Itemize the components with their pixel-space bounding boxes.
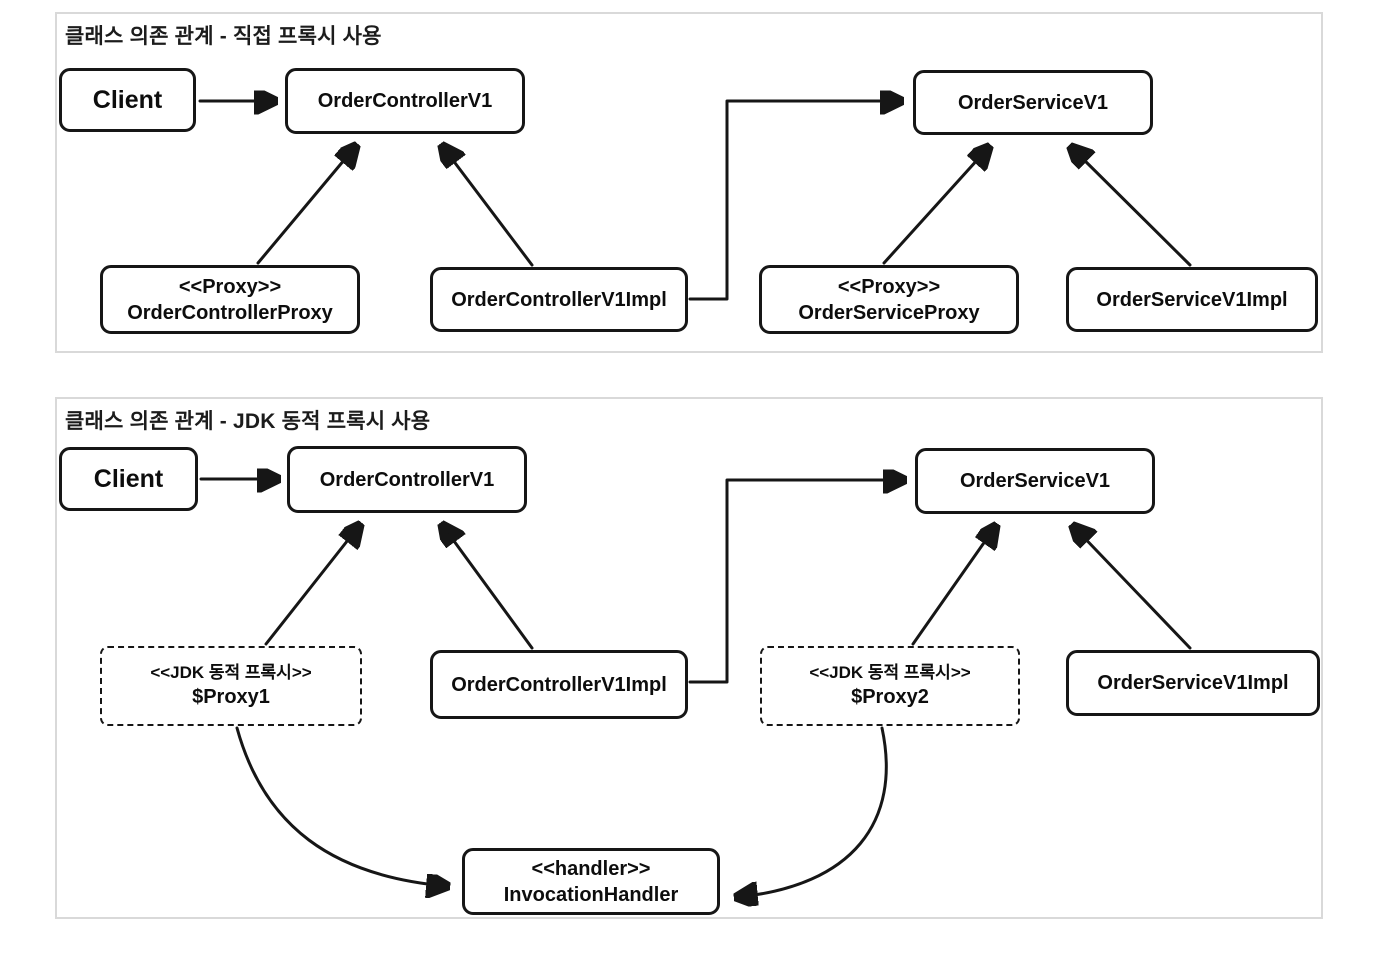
panel-jdk-dynamic-proxy-title: 클래스 의존 관계 - JDK 동적 프록시 사용 — [65, 410, 431, 433]
node-order-service-v1-1-label: OrderServiceV1 — [957, 91, 1109, 114]
node-order-service-v1-impl-2-label: OrderServiceV1Impl — [1097, 672, 1289, 694]
node-order-service-proxy-label: OrderServiceProxy — [798, 301, 980, 324]
node-client-1-label: Client — [92, 85, 163, 114]
node-order-controller-v1-impl-1-label: OrderControllerV1Impl — [451, 288, 667, 311]
node-order-controller-v1-2-label: OrderControllerV1 — [319, 468, 495, 491]
node-client-2: Client — [59, 447, 198, 511]
node-order-controller-proxy-label: OrderControllerProxy — [127, 301, 333, 324]
node-order-service-v1-impl-1-label: OrderServiceV1Impl — [1096, 288, 1288, 311]
node-client-2-label: Client — [93, 464, 164, 493]
node-invocation-handler-stereotype: <<handler>> — [531, 857, 651, 880]
node-order-service-v1-impl-2: OrderServiceV1Impl — [1066, 650, 1320, 716]
node-order-service-v1-1: OrderServiceV1 — [913, 70, 1153, 135]
node-proxy1-label: $Proxy1 — [192, 686, 270, 709]
node-order-controller-v1-impl-1: OrderControllerV1Impl — [430, 267, 688, 332]
node-order-service-v1-2-label: OrderServiceV1 — [959, 470, 1111, 492]
node-order-service-v1-2: OrderServiceV1 — [915, 448, 1155, 514]
node-order-controller-v1-impl-2-label: OrderControllerV1Impl — [451, 673, 667, 696]
node-order-controller-proxy: <<Proxy>> OrderControllerProxy — [100, 265, 360, 334]
node-proxy2-stereotype: <<JDK 동적 프록시>> — [809, 662, 971, 682]
node-proxy2: <<JDK 동적 프록시>> $Proxy2 — [760, 646, 1020, 726]
node-proxy1: <<JDK 동적 프록시>> $Proxy1 — [100, 646, 362, 726]
node-order-controller-v1-impl-2: OrderControllerV1Impl — [430, 650, 688, 719]
node-order-service-v1-impl-1: OrderServiceV1Impl — [1066, 267, 1318, 332]
node-proxy1-stereotype: <<JDK 동적 프록시>> — [150, 662, 312, 682]
node-client-1: Client — [59, 68, 196, 132]
panel-direct-proxy-title: 클래스 의존 관계 - 직접 프록시 사용 — [65, 25, 382, 48]
node-order-service-proxy: <<Proxy>> OrderServiceProxy — [759, 265, 1019, 334]
node-order-controller-proxy-stereotype: <<Proxy>> — [178, 275, 282, 298]
node-order-controller-v1-1: OrderControllerV1 — [285, 68, 525, 134]
node-order-controller-v1-1-label: OrderControllerV1 — [317, 90, 493, 112]
node-invocation-handler-label: InvocationHandler — [503, 883, 679, 906]
node-invocation-handler: <<handler>> InvocationHandler — [462, 848, 720, 915]
node-order-controller-v1-2: OrderControllerV1 — [287, 446, 527, 513]
node-order-service-proxy-stereotype: <<Proxy>> — [837, 275, 941, 298]
node-proxy2-label: $Proxy2 — [851, 686, 929, 709]
